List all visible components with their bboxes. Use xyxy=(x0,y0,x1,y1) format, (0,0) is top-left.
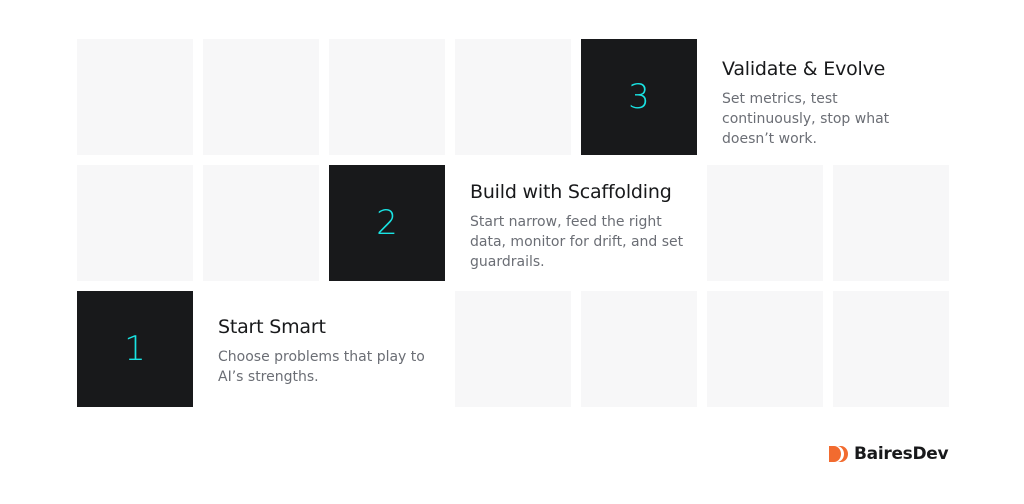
grid-tile xyxy=(455,291,571,407)
step-2-description: Start narrow, feed the right data, monit… xyxy=(470,213,684,270)
grid-tile xyxy=(833,165,949,281)
step-1-title: Start Smart xyxy=(218,316,326,338)
step-3-description: Set metrics, test continuously, stop wha… xyxy=(722,90,890,147)
grid-tile xyxy=(77,39,193,155)
step-1-tile: 1 xyxy=(77,291,193,407)
grid-tile xyxy=(455,39,571,155)
step-2-text: Build with Scaffolding Start narrow, fee… xyxy=(470,181,700,272)
grid-tile xyxy=(581,291,697,407)
grid-tile xyxy=(707,165,823,281)
step-3-number: 3 xyxy=(628,77,650,117)
step-3-tile: 3 xyxy=(581,39,697,155)
step-2-title: Build with Scaffolding xyxy=(470,181,672,203)
grid-tile xyxy=(77,165,193,281)
grid-tile xyxy=(833,291,949,407)
grid-tile xyxy=(203,165,319,281)
step-1-number: 1 xyxy=(124,329,146,369)
step-2-tile: 2 xyxy=(329,165,445,281)
bairesdev-logo: BairesDev xyxy=(828,444,949,464)
grid-tile xyxy=(203,39,319,155)
bairesdev-logo-icon xyxy=(829,446,848,462)
grid-tile xyxy=(329,39,445,155)
step-3-title: Validate & Evolve xyxy=(722,58,886,80)
step-3-text: Validate & Evolve Set metrics, test cont… xyxy=(722,58,952,149)
grid-tile xyxy=(707,291,823,407)
brand-name: BairesDev xyxy=(854,444,949,464)
step-2-number: 2 xyxy=(376,203,398,243)
step-1-description: Choose problems that play to AI’s streng… xyxy=(218,348,425,385)
step-1-text: Start Smart Choose problems that play to… xyxy=(218,316,448,387)
